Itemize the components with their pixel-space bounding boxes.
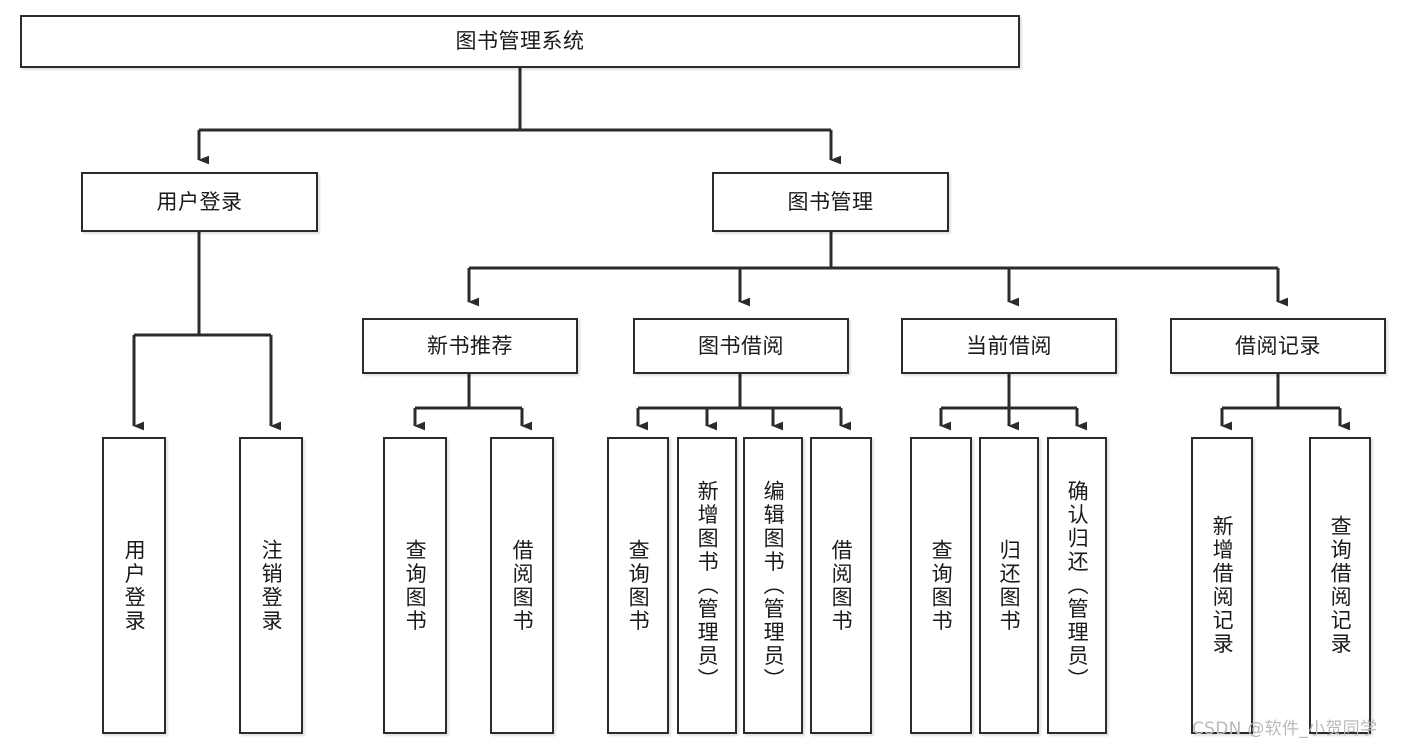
node-borrow-record[interactable]: 借阅记录	[1170, 318, 1386, 374]
node-leaf-edit-book[interactable]: 编辑图书（管理员）	[743, 437, 803, 734]
node-label: 查询图书	[403, 538, 428, 633]
node-label: 查询图书	[929, 538, 954, 633]
node-label: 注销登录	[259, 538, 284, 633]
node-leaf-add-borrow-record[interactable]: 新增借阅记录	[1191, 437, 1253, 734]
node-label: 编辑图书（管理员）	[761, 479, 786, 692]
node-label: 新增借阅记录	[1210, 515, 1235, 656]
node-book-management[interactable]: 图书管理	[712, 172, 949, 232]
node-label: 新增图书（管理员）	[695, 479, 720, 692]
node-label: 查询图书	[626, 538, 651, 633]
node-leaf-add-book[interactable]: 新增图书（管理员）	[677, 437, 737, 734]
node-leaf-confirm-return[interactable]: 确认归还（管理员）	[1047, 437, 1107, 734]
node-label: 确认归还（管理员）	[1065, 479, 1090, 692]
node-label: 图书管理	[787, 189, 874, 214]
node-label: 用户登录	[122, 538, 147, 633]
node-label: 图书管理系统	[455, 29, 585, 54]
node-label: 借阅图书	[829, 538, 854, 633]
node-new-book-recommend[interactable]: 新书推荐	[362, 318, 578, 374]
node-label: 当前借阅	[966, 333, 1052, 358]
node-leaf-borrow-book-new-recommend[interactable]: 借阅图书	[490, 437, 554, 734]
node-label: 图书借阅	[698, 333, 784, 358]
node-user-login[interactable]: 用户登录	[81, 172, 318, 232]
node-leaf-query-book-current[interactable]: 查询图书	[910, 437, 972, 734]
node-current-borrow[interactable]: 当前借阅	[901, 318, 1117, 374]
node-leaf-user-login[interactable]: 用户登录	[102, 437, 166, 734]
node-label: 借阅记录	[1235, 333, 1321, 358]
node-book-borrow[interactable]: 图书借阅	[633, 318, 849, 374]
node-leaf-return-book[interactable]: 归还图书	[979, 437, 1039, 734]
node-leaf-logout-login[interactable]: 注销登录	[239, 437, 303, 734]
node-label: 归还图书	[997, 538, 1022, 633]
node-label: 新书推荐	[427, 333, 513, 358]
node-label: 借阅图书	[510, 538, 535, 633]
node-leaf-borrow-book-borrow[interactable]: 借阅图书	[810, 437, 872, 734]
node-root-book-management-system[interactable]: 图书管理系统	[20, 15, 1020, 68]
node-leaf-query-book-borrow[interactable]: 查询图书	[607, 437, 669, 734]
node-label: 查询借阅记录	[1328, 515, 1353, 656]
node-leaf-query-borrow-record[interactable]: 查询借阅记录	[1309, 437, 1371, 734]
node-label: 用户登录	[156, 189, 243, 214]
node-leaf-query-book-new-recommend[interactable]: 查询图书	[383, 437, 447, 734]
